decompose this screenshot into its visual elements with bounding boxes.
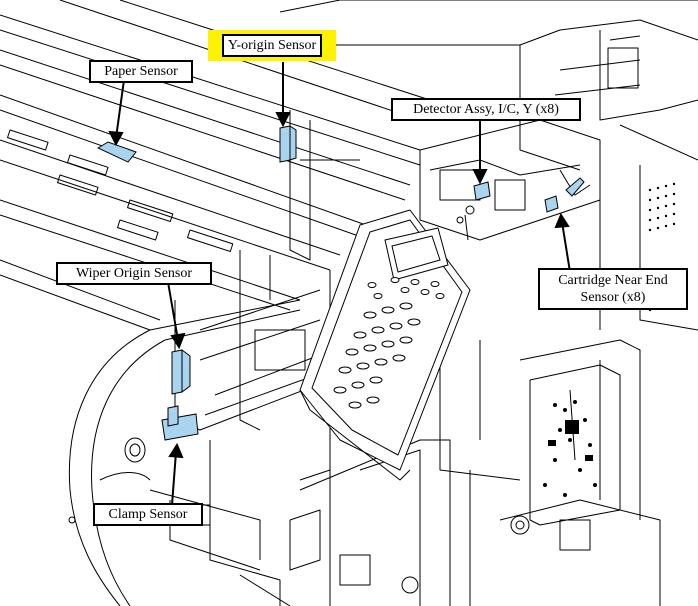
detector-assy-label: Detector Assy, I/C, Y (x8) (391, 98, 581, 121)
clamp-sensor-leader (171, 451, 177, 506)
rear-chassis (279, 0, 698, 331)
wiper-origin-sensor-label: Wiper Origin Sensor (56, 262, 212, 285)
circuit-board (543, 400, 597, 497)
cartridge-near-end-label-line1: Cartridge Near End (558, 273, 668, 288)
y-origin-sensor-part (279, 125, 297, 163)
leader-arrows (108, 62, 571, 506)
operation-panel (299, 209, 471, 481)
carriage-assembly (419, 119, 601, 241)
cartridge-near-end-leader (561, 221, 571, 273)
paper-sensor-leader (115, 79, 125, 139)
cartridge-near-end-label-line2: Sensor (x8) (580, 290, 646, 305)
highlighted-sensors (96, 125, 585, 441)
platen-slots (7, 129, 234, 253)
cartridge-near-end-lever (565, 177, 585, 197)
wiper-origin-leader (167, 281, 179, 341)
lower-frame (149, 439, 451, 606)
detector-assy-part (473, 181, 491, 201)
paper-sensor-label: Paper Sensor (89, 60, 193, 83)
center-posts (239, 110, 360, 431)
left-side-frame (68, 299, 301, 606)
clamp-sensor-label: Clamp Sensor (93, 503, 203, 526)
clamp-sensor-part (161, 405, 199, 441)
y-origin-sensor-text: Y-origin Sensor (221, 34, 323, 57)
paper-sensor-part (96, 141, 137, 163)
main-rails (0, 0, 431, 331)
cartridge-near-end-sensor-part (544, 195, 559, 213)
cartridge-near-end-label: Cartridge Near End Sensor (x8) (538, 268, 688, 310)
wiper-assembly (124, 270, 331, 481)
right-lower-frame (439, 339, 661, 606)
wiper-origin-sensor-part (171, 349, 191, 395)
y-origin-sensor-label: Y-origin Sensor (208, 30, 336, 61)
